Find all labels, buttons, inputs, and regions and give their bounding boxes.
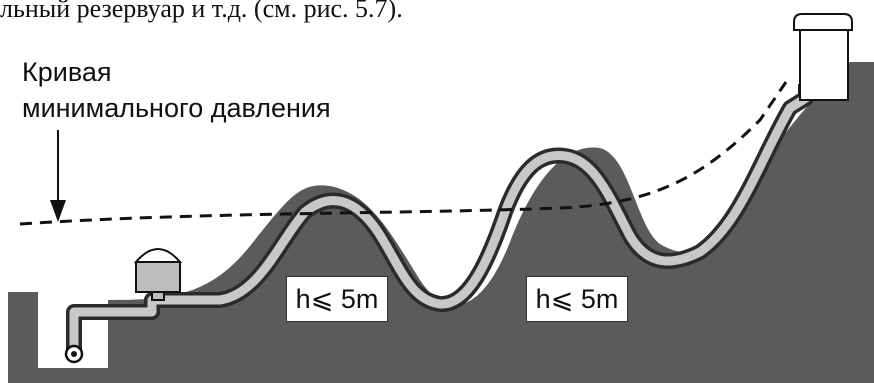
reservoir-tower xyxy=(793,13,853,101)
minimum-pressure-label: Кривая минимального давления xyxy=(22,54,331,126)
minimum-pressure-curve xyxy=(19,81,788,226)
pump-center xyxy=(71,351,77,357)
document-text-fragment: льный резервуар и т.д. (см. рис. 5.7). xyxy=(0,0,403,23)
curve-label-line1: Кривая xyxy=(22,57,112,87)
pipe xyxy=(69,84,811,352)
curve-label-line2: минимального давления xyxy=(22,93,331,123)
small-tank xyxy=(133,248,183,301)
height-label-2: h⩽ 5m xyxy=(526,276,628,322)
pointer-arrow-head xyxy=(50,200,66,222)
height-label-1: h⩽ 5m xyxy=(286,276,388,322)
